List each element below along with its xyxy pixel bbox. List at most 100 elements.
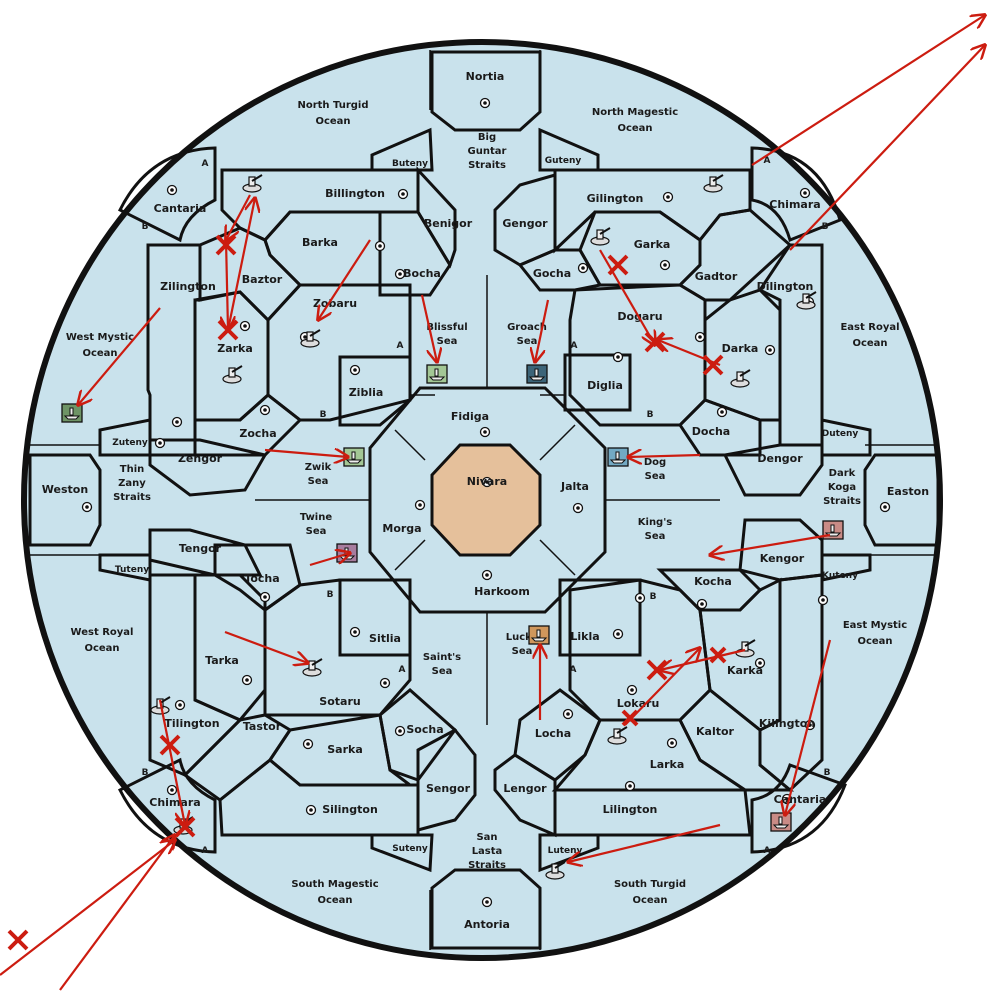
label-letter-b-6: B (650, 592, 657, 602)
region-zobaru[interactable] (266, 283, 412, 422)
region-sotaru[interactable] (263, 578, 412, 717)
label-baztor: Baztor (242, 273, 283, 286)
label-zobaru: Zobaru (313, 297, 357, 310)
region-gadtor[interactable] (677, 208, 793, 302)
region-diglia[interactable] (563, 353, 632, 412)
army-unit-icon[interactable] (300, 329, 321, 348)
supply-center-dot (481, 476, 493, 488)
supply-center-dot (696, 598, 708, 610)
army-unit-icon[interactable] (730, 369, 751, 388)
region-weston[interactable] (28, 453, 102, 547)
dislodged-cross-icon (217, 319, 239, 341)
region-darka[interactable] (703, 288, 782, 422)
region-luteny[interactable] (538, 833, 600, 873)
region-gengor[interactable] (493, 173, 557, 267)
army-unit-icon[interactable] (796, 291, 817, 310)
label-zocha: Zocha (239, 427, 276, 440)
label-chimara-sw: Chimara (149, 796, 200, 809)
fleet-unit-icon[interactable] (61, 403, 83, 423)
label-larka: Larka (650, 758, 685, 771)
region-buteny[interactable] (370, 127, 434, 172)
label-sotaru: Sotaru (319, 695, 360, 708)
region-likla[interactable] (558, 578, 642, 657)
supply-center-dot (577, 262, 589, 274)
supply-center-dot (662, 191, 674, 203)
supply-center-dot (659, 259, 671, 271)
label-letter-a-5: A (399, 665, 406, 675)
army-unit-icon[interactable] (545, 861, 566, 880)
region-chimara-sw[interactable] (117, 757, 217, 854)
order-arrow (78, 307, 161, 405)
region-nivara[interactable] (430, 443, 542, 557)
label-dilington: Dilington (757, 280, 814, 293)
order-arrow (0, 840, 175, 976)
army-unit-icon[interactable] (703, 174, 724, 193)
supply-center-dot (481, 896, 493, 908)
label-letter-b-8: B (824, 768, 831, 778)
region-tuteny[interactable] (98, 553, 152, 582)
region-dengor[interactable] (722, 443, 824, 497)
fleet-unit-icon[interactable] (770, 812, 792, 832)
order-arrow (309, 553, 350, 567)
label-sarka: Sarka (327, 743, 363, 756)
region-zuteny[interactable] (98, 418, 152, 457)
label-jalta: Jalta (560, 480, 589, 493)
region-guteny[interactable] (538, 127, 600, 172)
region-ziblia[interactable] (338, 355, 412, 427)
label-cantaria-se: Cantaria (774, 793, 827, 806)
region-zengor[interactable] (148, 438, 268, 497)
label-lilington: Lilington (603, 803, 658, 816)
order-arrow (420, 294, 437, 362)
army-unit-icon[interactable] (590, 227, 611, 246)
region-cantaria-se[interactable] (750, 763, 847, 854)
region-suteny[interactable] (370, 833, 434, 873)
region-duteny[interactable] (820, 418, 872, 457)
region-antoria[interactable] (430, 868, 542, 950)
fleet-unit-icon[interactable] (607, 447, 629, 467)
region-sengor[interactable] (416, 728, 477, 832)
label-kilington: Kilington (759, 717, 815, 730)
army-unit-icon[interactable] (222, 365, 243, 384)
label-letter-b-3: B (320, 410, 327, 420)
label-sengor: Sengor (426, 782, 471, 795)
label-tarka: Tarka (205, 654, 239, 667)
region-nortia[interactable] (430, 50, 542, 132)
label-letter-b-2: B (822, 222, 829, 232)
region-docha[interactable] (678, 398, 762, 457)
fleet-unit-icon[interactable] (528, 625, 550, 645)
dislodged-cross-icon (621, 709, 639, 727)
order-arrow (628, 455, 701, 457)
fleet-unit-icon[interactable] (526, 364, 548, 384)
region-easton[interactable] (863, 453, 940, 547)
label-benigor: Benigor (424, 217, 473, 230)
label-tuteny: Tuteny (115, 565, 149, 575)
fleet-unit-icon[interactable] (426, 364, 448, 384)
label-antoria: Antoria (464, 918, 510, 931)
supply-center-dot (716, 406, 728, 418)
region-chimara-ne[interactable] (750, 146, 842, 243)
region-cantaria-nw[interactable] (117, 146, 217, 243)
supply-center-dot (666, 737, 678, 749)
order-arrow (226, 198, 255, 331)
army-unit-icon[interactable] (242, 174, 263, 193)
region-kuteny[interactable] (820, 553, 872, 582)
order-arrow (158, 699, 185, 825)
supply-center-dot (259, 591, 271, 603)
label-dogaru: Dogaru (617, 310, 662, 323)
label-zuteny: Zuteny (112, 438, 148, 448)
army-unit-icon[interactable] (607, 726, 628, 745)
region-bocha[interactable] (378, 210, 452, 297)
supply-center-dot (241, 674, 253, 686)
region-sitlia[interactable] (338, 578, 412, 657)
region-benigor[interactable] (416, 166, 457, 269)
dislodged-cross-icon (7, 929, 29, 951)
supply-center-dot (397, 188, 409, 200)
